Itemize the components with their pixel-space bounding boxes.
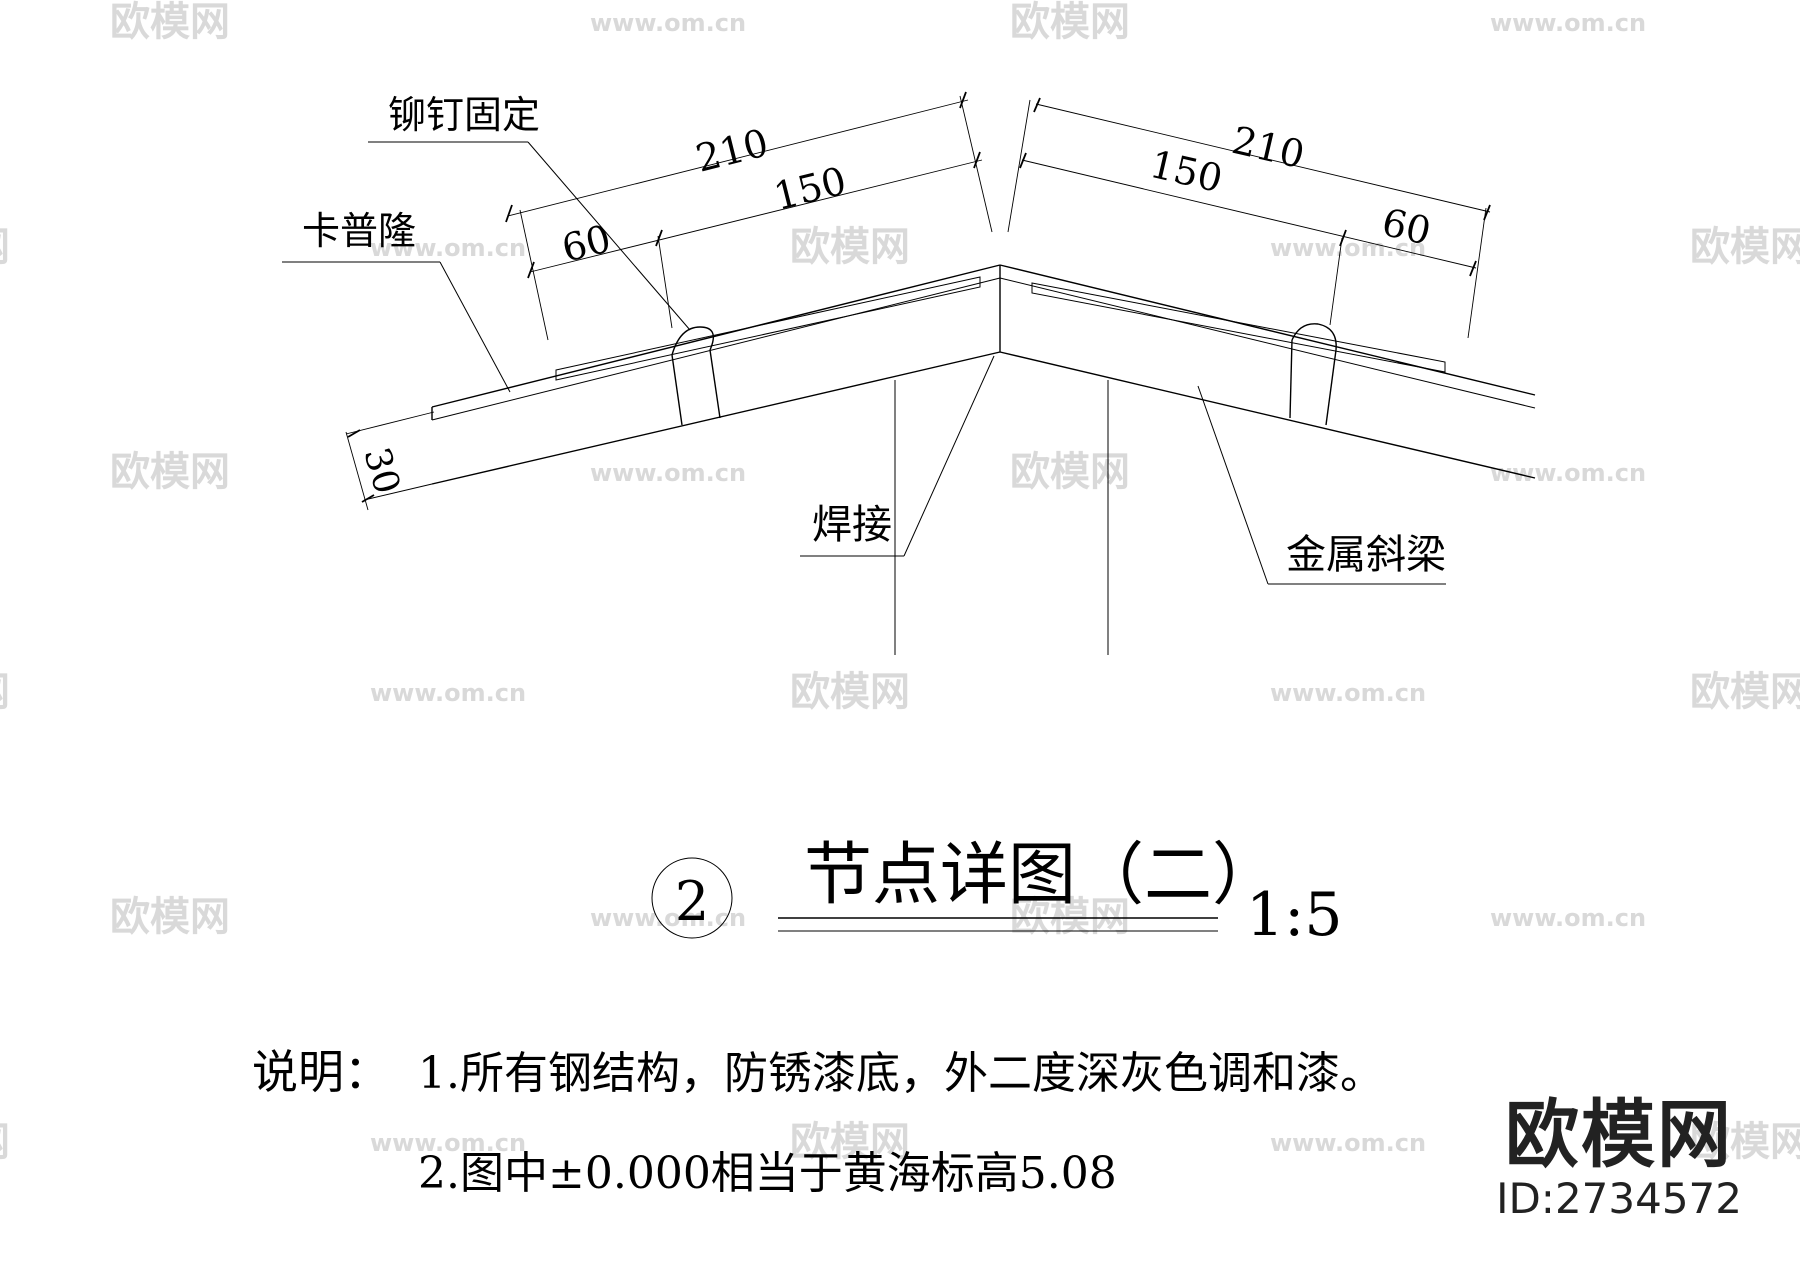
watermark-url: www.om.cn	[1490, 9, 1646, 37]
watermark-brand: 欧模网	[0, 669, 10, 715]
notes-heading: 说明：	[252, 1045, 390, 1099]
label-weld: 焊接	[812, 502, 892, 548]
watermark-url: www.om.cn	[590, 459, 746, 487]
watermark-url: www.om.cn	[1490, 904, 1646, 932]
leader-lines	[282, 141, 1446, 585]
watermark-brand: 欧模网	[1690, 669, 1800, 715]
watermark-brand: 欧模网	[110, 449, 230, 495]
watermark-brand: 欧模网	[0, 224, 10, 270]
title-number: 2	[675, 870, 709, 933]
watermark-url: www.om.cn	[590, 904, 746, 932]
dim-left-60: 60	[558, 216, 616, 270]
dim-thickness-30: 30	[355, 443, 407, 498]
label-rivet: 铆钉固定	[388, 93, 540, 137]
notes-line-1: 1.所有钢结构，防锈漆底，外二度深灰色调和漆。	[418, 1048, 1384, 1099]
watermark-brand: 欧模网	[1690, 1119, 1800, 1165]
watermark-url: www.om.cn	[370, 679, 526, 707]
title-scale: 1:5	[1246, 880, 1343, 950]
dim-left-210: 210	[692, 120, 773, 180]
watermark-url: www.om.cn	[1270, 234, 1426, 262]
title-block: 2 节点详图（二） 1:5	[651, 836, 1343, 950]
dim-left-150: 150	[770, 158, 851, 218]
watermark-brand: 欧模网	[790, 224, 910, 270]
callout-labels: 铆钉固定 卡普隆 焊接 金属斜梁	[302, 93, 1446, 578]
watermark-url: www.om.cn	[590, 9, 746, 37]
watermark-brand: 欧模网	[1010, 0, 1130, 45]
brand-stamp: 欧模网 ID:2734572	[1496, 1095, 1742, 1223]
watermark-url: www.om.cn	[1270, 1129, 1426, 1157]
notes-line-2: 2.图中±0.000相当于黄海标高5.08	[418, 1148, 1117, 1199]
watermark-brand: 欧模网	[0, 1119, 10, 1165]
label-beam: 金属斜梁	[1286, 532, 1446, 578]
watermark-brand: 欧模网	[110, 0, 230, 45]
roof-section	[431, 264, 1536, 655]
watermark-url: www.om.cn	[370, 234, 526, 262]
watermark-layer: 欧模网 www.om.cn 欧模网 www.om.cn 欧模网 www.om.cn 欧模网 w…	[0, 0, 1800, 1165]
watermark-url: www.om.cn	[1270, 679, 1426, 707]
dimension-lines	[345, 91, 1491, 511]
watermark-url: www.om.cn	[370, 1129, 526, 1157]
watermark-brand: 欧模网	[790, 669, 910, 715]
dim-right-210: 210	[1228, 118, 1309, 177]
title-text: 节点详图（二）	[804, 836, 1280, 915]
brand-id: ID:2734572	[1496, 1174, 1742, 1223]
watermark-brand: 欧模网	[110, 894, 230, 940]
watermark-brand: 欧模网	[1010, 894, 1130, 940]
watermark-brand: 欧模网	[790, 1119, 910, 1165]
brand-name: 欧模网	[1505, 1092, 1734, 1178]
watermark-brand: 欧模网	[1010, 449, 1130, 495]
notes: 说明： 1.所有钢结构，防锈漆底，外二度深灰色调和漆。 2.图中±0.000相当…	[252, 1045, 1384, 1199]
label-kapulong: 卡普隆	[302, 209, 416, 253]
dim-right-60: 60	[1378, 200, 1435, 254]
watermark-brand: 欧模网	[1690, 224, 1800, 270]
